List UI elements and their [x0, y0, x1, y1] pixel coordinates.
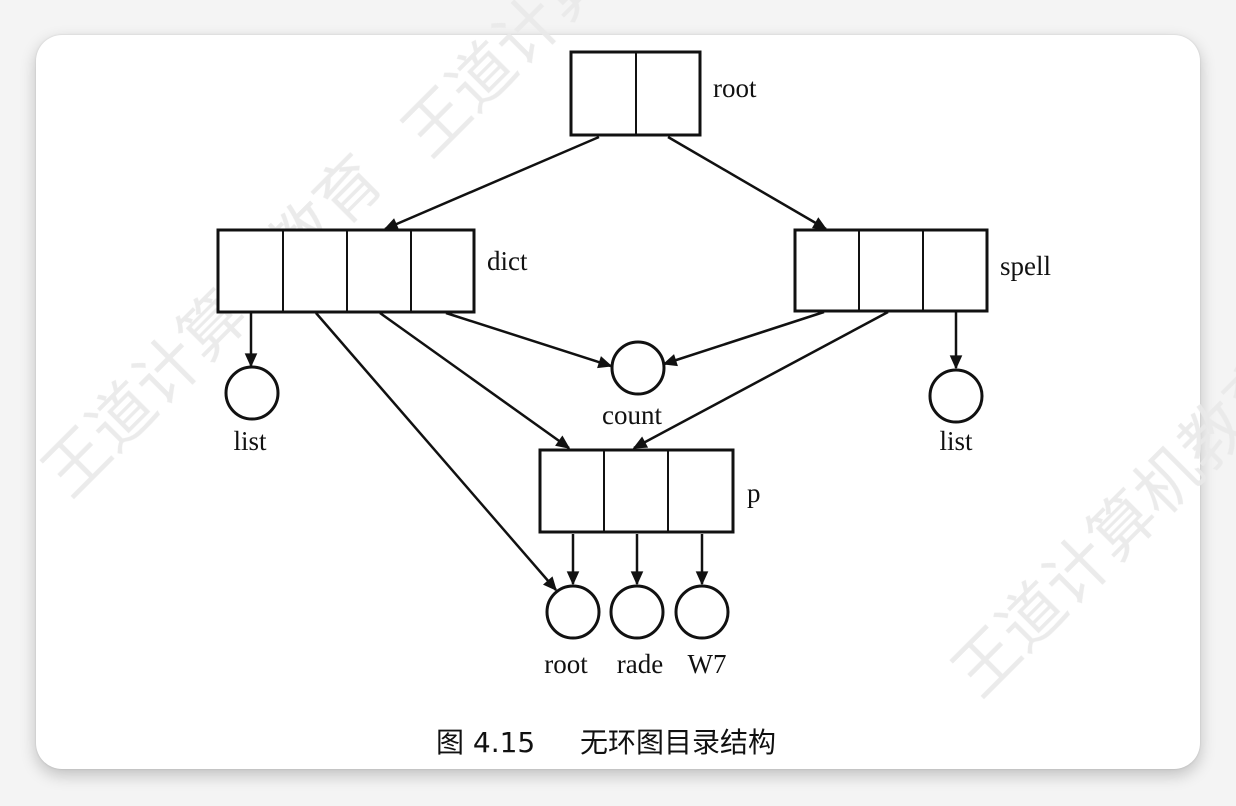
edge-root-to-dict: [383, 135, 600, 231]
list-file-label-spell: list: [939, 426, 973, 456]
figure-caption: 图 4.15 无环图目录结构: [436, 726, 776, 759]
p-directory-label: p: [747, 478, 761, 508]
dict-directory-label: dict: [487, 246, 528, 276]
rade-file-label: rade: [617, 649, 663, 679]
figure-number: 图 4.15: [436, 726, 535, 759]
p-directory-node: p: [538, 448, 761, 534]
root-file-node: root: [544, 584, 601, 679]
list-file-label-dict: list: [233, 426, 267, 456]
list-file-node-dict: list: [224, 365, 280, 456]
edge-dict-to-p: [379, 311, 571, 450]
figure-title: 无环图目录结构: [580, 726, 776, 759]
dict-directory-node: dict: [216, 228, 528, 314]
root-directory-node: root: [569, 50, 757, 137]
count-file-label: count: [602, 400, 662, 430]
rade-file-node: rade: [609, 584, 665, 679]
spell-directory-label: spell: [1000, 251, 1051, 281]
root-file-label: root: [544, 649, 588, 679]
w7-file-node: W7: [674, 584, 730, 679]
count-file-node: count: [602, 340, 666, 430]
spell-directory-node: spell: [793, 228, 1051, 313]
edge-root-to-spell: [667, 135, 828, 231]
svg-text:王道计算机教育: 王道计算机教育: [939, 342, 1236, 711]
w7-file-label: W7: [688, 649, 727, 679]
edge-dict-to-count: [445, 311, 613, 369]
list-file-node-spell: list: [928, 368, 984, 456]
edge-spell-to-p: [632, 310, 889, 450]
edge-dict-to-root-file: [315, 312, 557, 592]
svg-text:王道计算机教育: 王道计算机教育: [29, 142, 398, 511]
diagram-edges: [244, 135, 963, 592]
edge-spell-to-count: [662, 310, 825, 367]
top-background: [0, 0, 1236, 36]
root-directory-label: root: [713, 73, 757, 103]
